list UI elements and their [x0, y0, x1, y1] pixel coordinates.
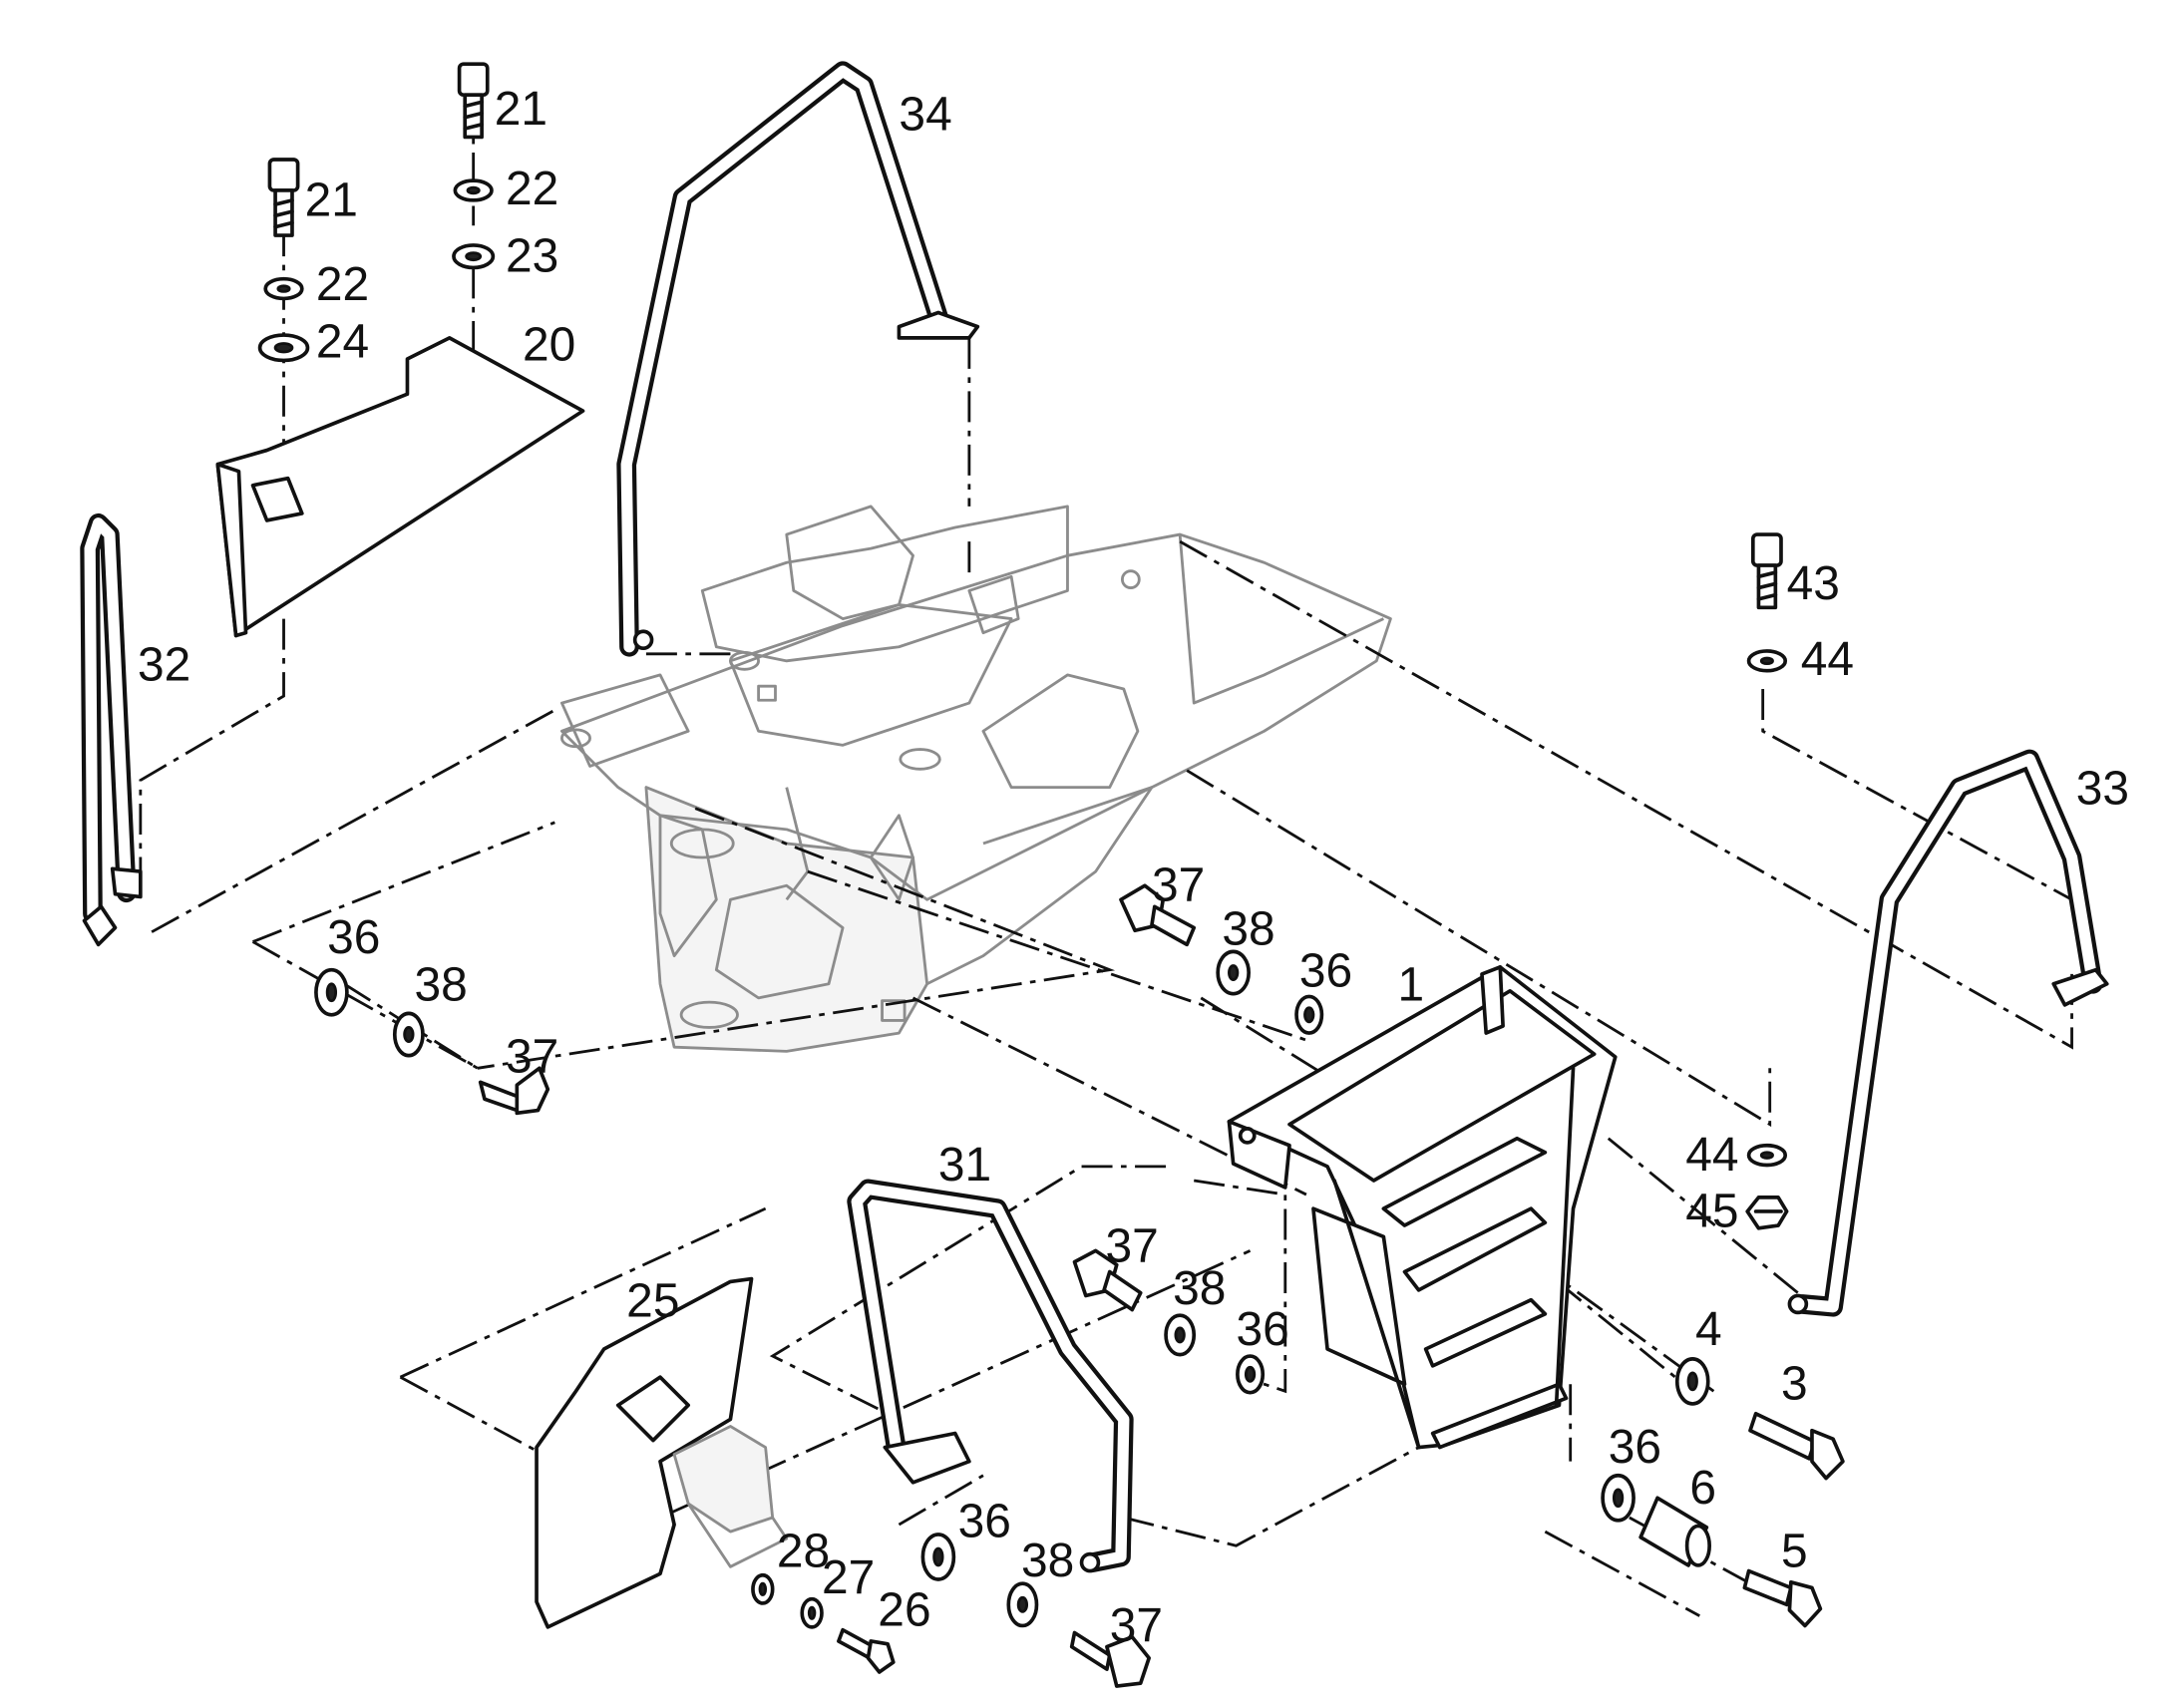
- callout-6: 6: [1689, 1462, 1716, 1515]
- callout-38-low: 38: [1173, 1262, 1226, 1315]
- screw-21-left: [267, 158, 300, 237]
- callout-34: 34: [899, 88, 951, 141]
- side-panel-25: [535, 1276, 789, 1629]
- callout-21-top: 21: [495, 83, 547, 136]
- callout-21-left: 21: [305, 173, 358, 226]
- machine-frame: [559, 505, 1392, 1053]
- callout-22-left: 22: [316, 258, 369, 311]
- callout-20: 20: [523, 318, 575, 371]
- callout-5: 5: [1781, 1525, 1808, 1577]
- callout-labels: 1 3 4 5 6 20 21 21 22 22 23 24 25 26 27 …: [138, 83, 2129, 1652]
- callout-37-mid: 37: [1152, 859, 1205, 912]
- callout-38-left: 38: [415, 959, 468, 1012]
- handrail-32: [80, 512, 143, 947]
- callout-33: 33: [2076, 762, 2129, 815]
- bolt-26: [837, 1627, 896, 1674]
- callout-38-bottom: 38: [1021, 1535, 1074, 1587]
- screw-21-top: [457, 62, 490, 140]
- callout-22-top: 22: [506, 163, 558, 215]
- callout-43: 43: [1787, 557, 1840, 610]
- callout-36-bottom: 36: [958, 1496, 1011, 1548]
- bolt-37-bottom: [1069, 1630, 1151, 1688]
- callout-36-left: 36: [327, 911, 380, 964]
- bolt-3: [1748, 1411, 1845, 1481]
- callout-32: 32: [138, 639, 190, 692]
- handrail-34: [616, 61, 980, 657]
- callout-24: 24: [316, 316, 369, 369]
- handrail-31: [847, 1179, 1134, 1573]
- callout-36-right: 36: [1609, 1421, 1661, 1474]
- bolt-5: [1742, 1568, 1823, 1628]
- deck-plate-20: [215, 336, 585, 638]
- callout-4: 4: [1695, 1303, 1722, 1356]
- bolt-37-left: [478, 1066, 550, 1116]
- callout-38-mid: 38: [1222, 902, 1274, 955]
- callout-44-top: 44: [1801, 633, 1854, 686]
- handrail-33: [1787, 749, 2109, 1317]
- step-ladder-1: [1227, 965, 1618, 1450]
- callout-28: 28: [777, 1525, 830, 1577]
- callout-37-left: 37: [506, 1031, 558, 1084]
- callout-1: 1: [1397, 959, 1424, 1012]
- callout-44-low: 44: [1685, 1129, 1738, 1182]
- callout-45: 45: [1685, 1185, 1738, 1237]
- callout-27: 27: [822, 1551, 875, 1604]
- callout-26: 26: [878, 1583, 930, 1636]
- callout-31: 31: [938, 1139, 991, 1192]
- bolt-37-mid: [1119, 883, 1197, 947]
- callout-23: 23: [506, 230, 558, 283]
- screw-43: [1750, 532, 1783, 610]
- callout-37-low: 37: [1105, 1220, 1158, 1273]
- callout-3: 3: [1781, 1358, 1808, 1411]
- callout-36-low: 36: [1236, 1303, 1288, 1356]
- fasteners: [257, 62, 1845, 1688]
- callout-37-bottom: 37: [1110, 1599, 1163, 1652]
- callout-36-mid: 36: [1299, 945, 1352, 998]
- callout-25: 25: [626, 1275, 679, 1328]
- bolt-37-low: [1072, 1248, 1143, 1312]
